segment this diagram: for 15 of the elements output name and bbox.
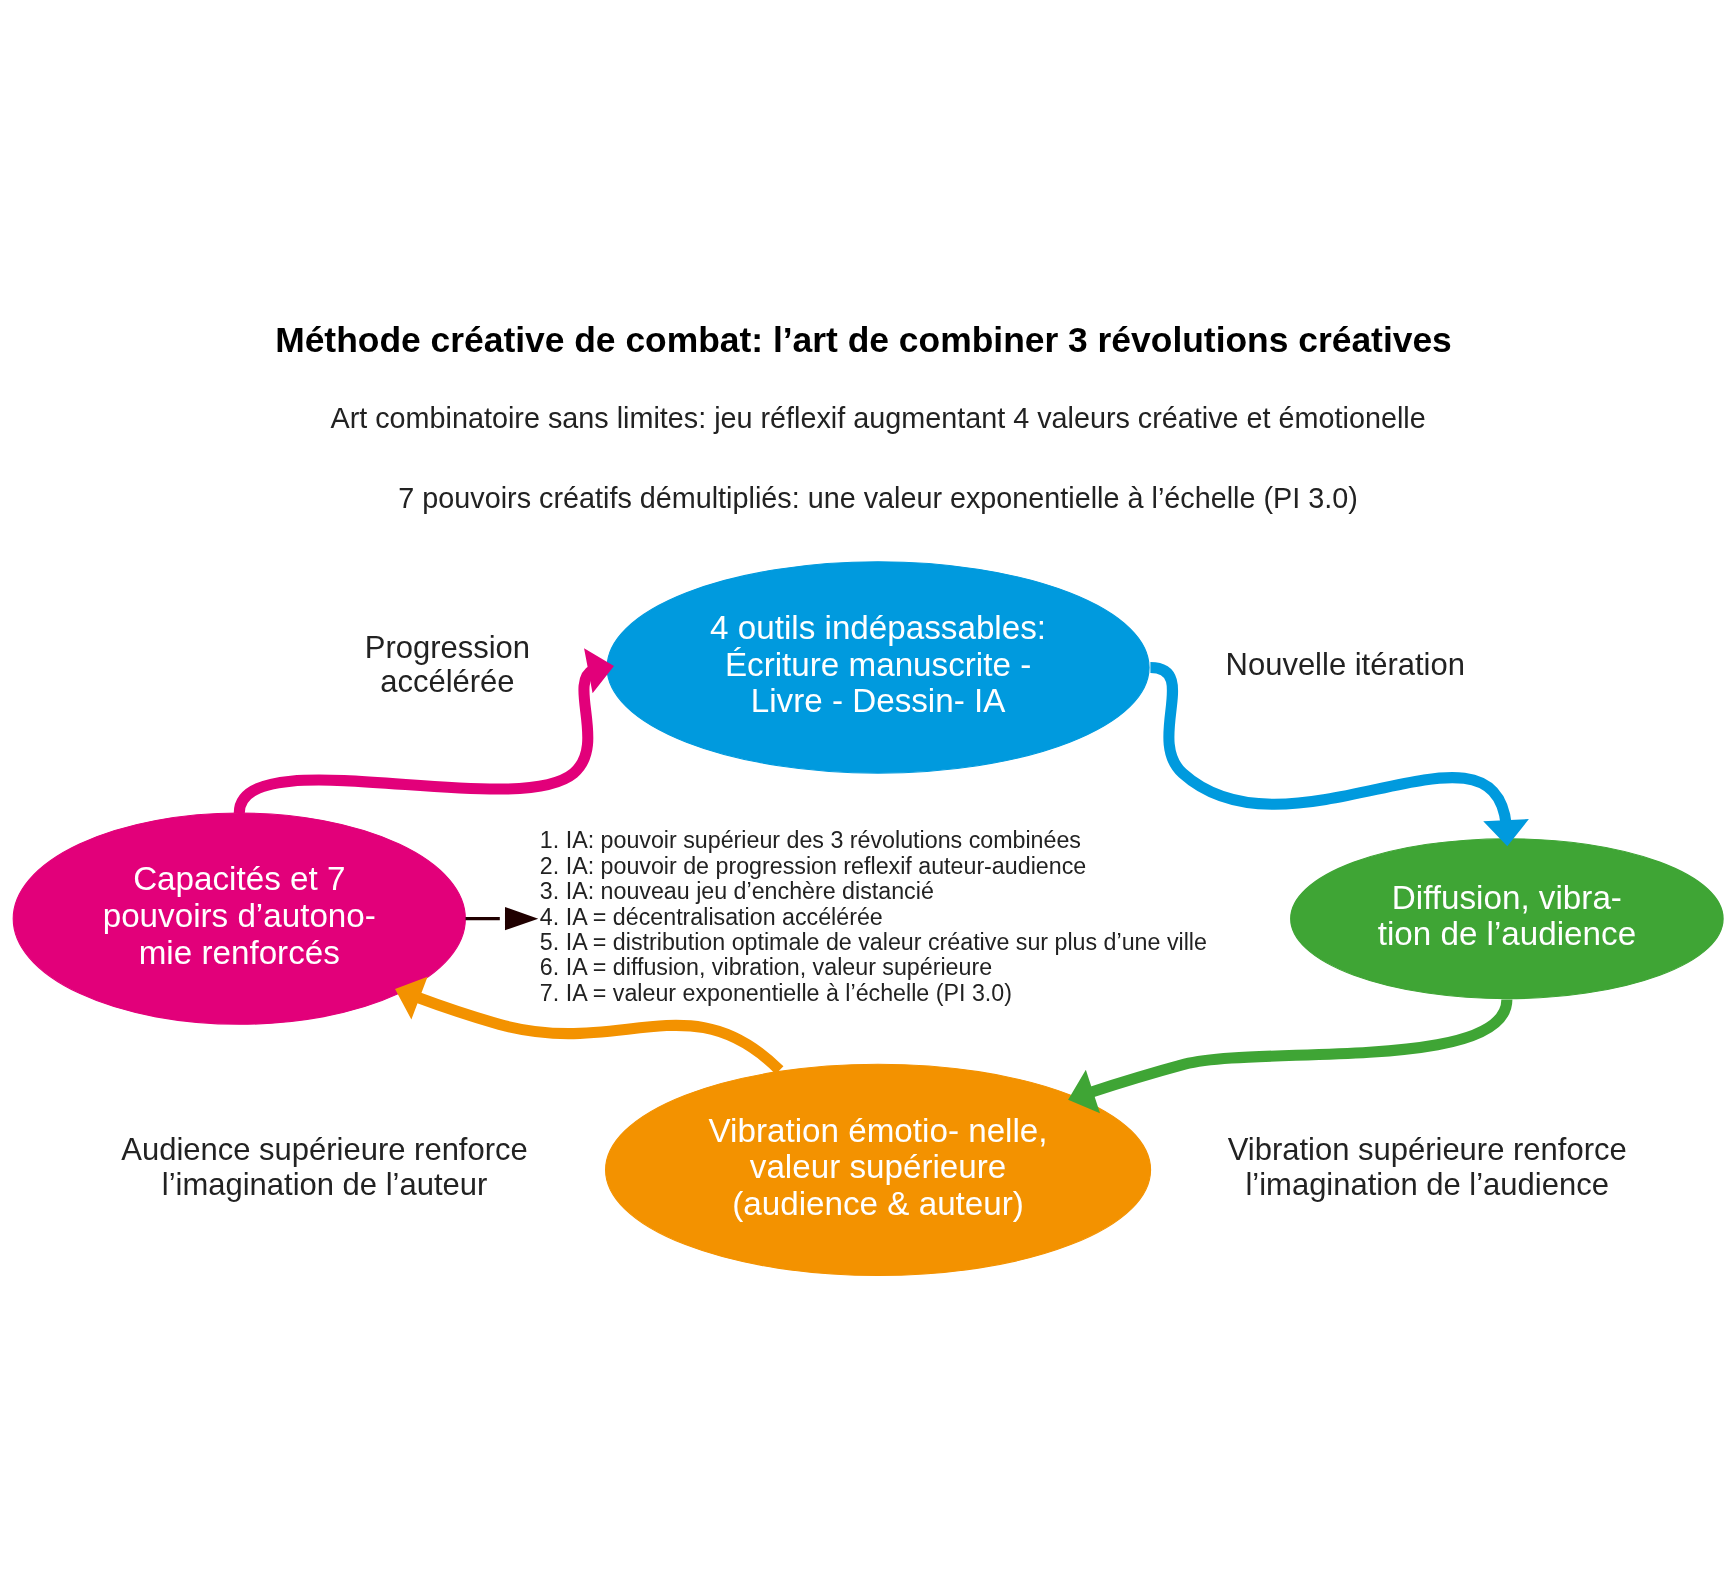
arrow: [395, 976, 784, 1075]
node-ellipse: Vibration émotio- nelle, valeur supérieure (audience & auteur): [605, 1063, 1152, 1277]
label: Nouvelle itération: [1225, 647, 1465, 683]
label: Audience supérieure renforce l’imagination de l’auteur: [121, 1132, 528, 1202]
label: Art combinatoire sans limites: jeu réflexif augmentant 4 valeurs créative et émotionelle: [330, 401, 1426, 434]
label: Vibration supérieure renforce l’imagination de l’audience: [1227, 1132, 1627, 1202]
diagram-title: Méthode créative de combat: l’art de combiner 3 révolutions créatives: [275, 320, 1452, 361]
node-ellipse: Capacités et 7 pouvoirs d’autono- mie renforcés: [12, 812, 466, 1025]
node-ellipse: Diffusion, vibra- tion de l’audience: [1290, 838, 1724, 1000]
node-text: 1. IA: pouvoir supérieur des 3 révolutions combinées 2. IA: pouvoir de progression reflexif auteur-audience 3. IA: nouveau jeu d’enchère distancié 4. IA = décentralisation accélérée 5. IA = distribution optimale de valeur créative sur plus d’une ville 6. IA = diffusion, vibration, valeur supérieure 7. IA = valeur exponentielle à l’échelle (PI 3.0): [539, 827, 1207, 1006]
arrow: [1149, 661, 1529, 847]
arrow: [465, 907, 539, 931]
label: Progression accélérée: [364, 629, 531, 700]
node-ellipse: 4 outils indépassables: Écriture manuscrite - Livre - Dessin- IA: [606, 561, 1150, 774]
label: 7 pouvoirs créatifs démultipliés: une valeur exponentielle à l’échelle (PI 3.0): [398, 482, 1358, 515]
